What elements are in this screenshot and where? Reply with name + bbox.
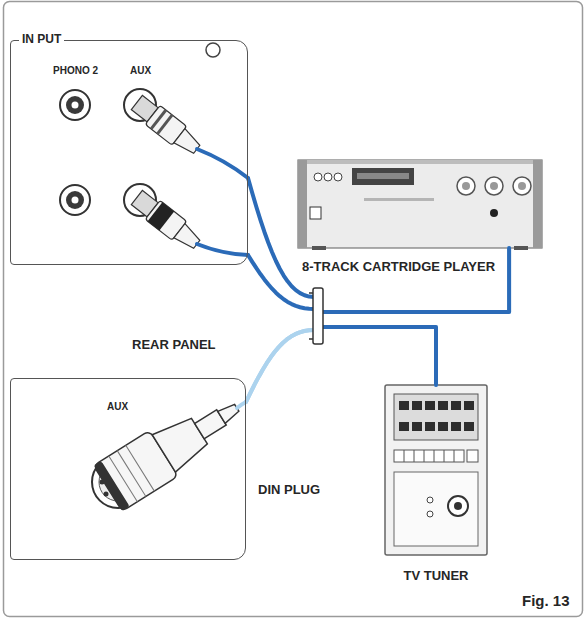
panel-heading: IN PUT xyxy=(19,33,64,47)
cable-clamp xyxy=(309,338,313,340)
cable-clamp xyxy=(313,288,323,344)
rca-jack xyxy=(60,90,90,120)
cable xyxy=(197,149,248,178)
part-label: DIN PLUG xyxy=(258,483,320,498)
tv-tuner: TV TUNER xyxy=(385,385,487,555)
din-plug xyxy=(94,385,252,511)
cartridge-player: 8-TRACK CARTRIDGE PLAYER xyxy=(298,160,542,248)
jack-label: AUX xyxy=(130,65,151,77)
rca-jack xyxy=(60,185,90,215)
signal-cable xyxy=(246,327,436,402)
jack-label: AUX xyxy=(107,401,128,413)
cable-clamp xyxy=(309,292,313,294)
figure-frame xyxy=(4,2,583,617)
part-label: REAR PANEL xyxy=(132,338,216,353)
input-panel: IN PUTPHONO 2AUX xyxy=(10,40,248,265)
signal-cable xyxy=(246,248,509,402)
panel-screw xyxy=(206,43,220,57)
figure-caption: Fig. 13 xyxy=(522,592,570,609)
cable xyxy=(197,244,248,255)
jack-label: PHONO 2 xyxy=(53,65,98,77)
signal-cable xyxy=(248,178,509,312)
device-label: TV TUNER xyxy=(404,569,469,584)
signal-cable xyxy=(248,255,436,385)
tv-tuner-drawing xyxy=(385,385,487,555)
rca-plug xyxy=(129,93,204,159)
rca-plug xyxy=(129,188,204,254)
aux-din-panel: AUX xyxy=(10,378,246,560)
cartridge-player-drawing xyxy=(298,160,542,250)
device-label: 8-TRACK CARTRIDGE PLAYER xyxy=(302,260,495,275)
